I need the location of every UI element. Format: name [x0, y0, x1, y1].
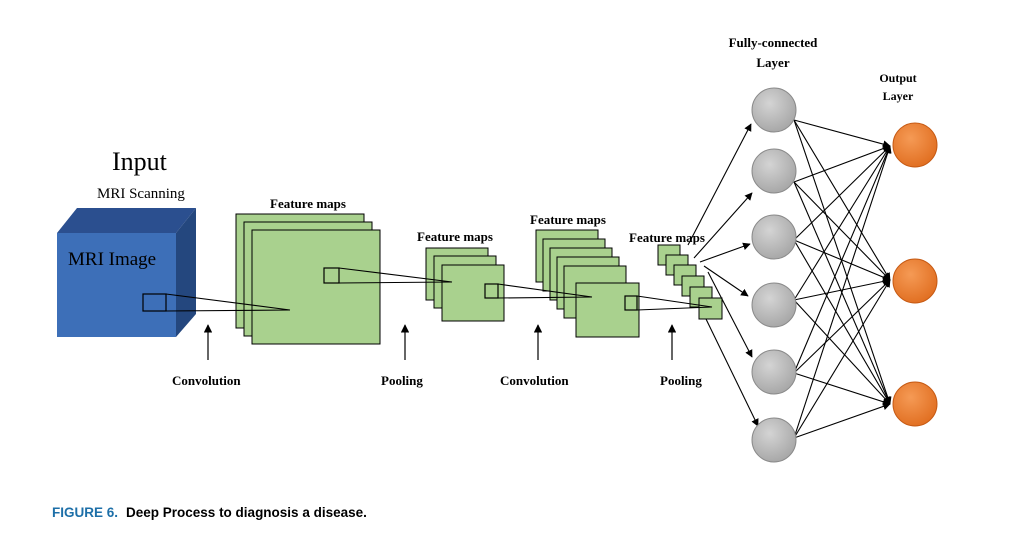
feature-maps-label-1: Feature maps: [270, 196, 346, 211]
feature-maps-label-4: Feature maps: [629, 230, 705, 245]
fc-layer-label-line2: Layer: [756, 55, 789, 70]
fc-connections: [793, 119, 892, 439]
op-label-pooling-2: Pooling: [660, 373, 702, 388]
feature-maps-label-2: Feature maps: [417, 229, 493, 244]
fc-layer-nodes: [751, 87, 797, 463]
output-node: [892, 258, 938, 304]
input-subtitle: MRI Scanning: [97, 186, 185, 202]
output-layer-nodes: [892, 122, 938, 427]
fc-node: [751, 214, 797, 260]
mri-image-label: MRI Image: [68, 249, 156, 270]
op-label-convolution-2: Convolution: [500, 373, 569, 388]
feature-map-stack-1: [235, 213, 381, 345]
output-node: [892, 381, 938, 427]
fc-node: [751, 349, 797, 395]
fc-node: [751, 417, 797, 463]
output-node: [892, 122, 938, 168]
output-layer-label-line1: Output: [879, 71, 916, 85]
fc-node: [751, 148, 797, 194]
mri-cube: [57, 208, 196, 337]
figure-number: FIGURE 6.: [52, 505, 119, 520]
figure-caption: FIGURE 6. Deep Process to diagnosis a dis…: [52, 505, 367, 520]
projection-lines: [165, 267, 713, 312]
op-label-pooling-1: Pooling: [381, 373, 423, 388]
fc-input-arrows: [687, 123, 759, 427]
feature-map-stack-2: [425, 247, 505, 322]
operation-arrows: [203, 324, 677, 360]
input-patch: [142, 293, 167, 312]
feature-map-stack-3: [535, 229, 640, 338]
input-title: Input: [112, 147, 168, 176]
figure-caption-text: Deep Process to diagnosis a disease.: [126, 505, 367, 520]
fc-node: [751, 87, 797, 133]
feature-map-stack-4: [657, 244, 723, 320]
cnn-diagram: Input MRI Scanning MRI Image Feature map…: [57, 35, 938, 463]
op-label-convolution-1: Convolution: [172, 373, 241, 388]
feature-maps-label-3: Feature maps: [530, 212, 606, 227]
output-layer-label-line2: Layer: [883, 89, 914, 103]
fc-layer-label-line1: Fully-connected: [729, 35, 819, 50]
fc-node: [751, 282, 797, 328]
